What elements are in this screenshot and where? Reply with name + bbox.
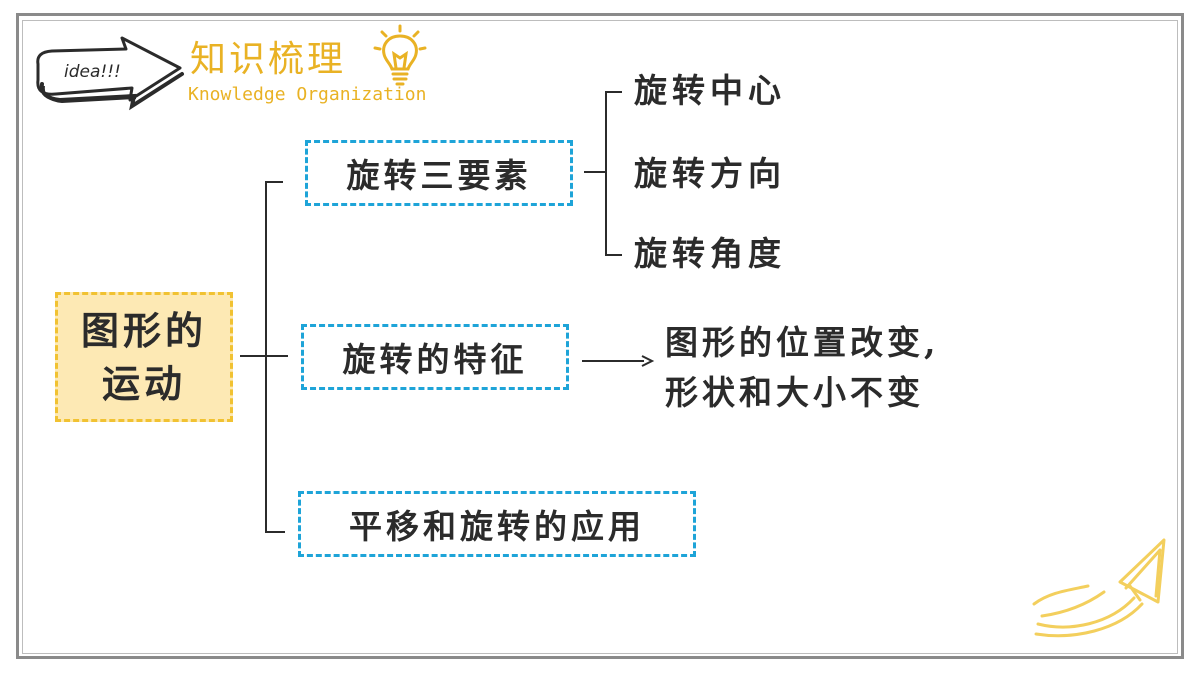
feature-line-1: 图形的位置改变, bbox=[665, 323, 940, 362]
element-rotation-direction: 旋转方向 bbox=[634, 154, 786, 193]
section-subtitle: Knowledge Organization bbox=[188, 84, 427, 105]
branch-label: 平移和旋转的应用 bbox=[349, 507, 645, 546]
badge-text: idea!!! bbox=[64, 62, 121, 82]
feature-description: 图形的位置改变, 形状和大小不变 bbox=[665, 318, 940, 418]
element-rotation-angle: 旋转角度 bbox=[634, 234, 786, 273]
root-line-2: 运动 bbox=[101, 361, 186, 406]
speech-arrow-icon: idea!!! bbox=[36, 36, 184, 111]
branch-label: 旋转的特征 bbox=[342, 340, 528, 379]
slide-inner-frame bbox=[22, 20, 1178, 654]
section-title: 知识梳理 bbox=[190, 39, 347, 80]
feature-line-2: 形状和大小不变 bbox=[665, 373, 924, 412]
element-rotation-center: 旋转中心 bbox=[634, 71, 786, 110]
branch-applications: 平移和旋转的应用 bbox=[298, 491, 696, 557]
root-node: 图形的 运动 bbox=[55, 292, 233, 422]
branch-three-elements: 旋转三要素 bbox=[305, 140, 573, 206]
root-line-1: 图形的 bbox=[80, 307, 207, 353]
curved-arrow-icon bbox=[1032, 538, 1166, 638]
branch-features: 旋转的特征 bbox=[301, 324, 569, 390]
lightbulb-icon bbox=[373, 24, 427, 86]
branch-label: 旋转三要素 bbox=[346, 156, 532, 195]
